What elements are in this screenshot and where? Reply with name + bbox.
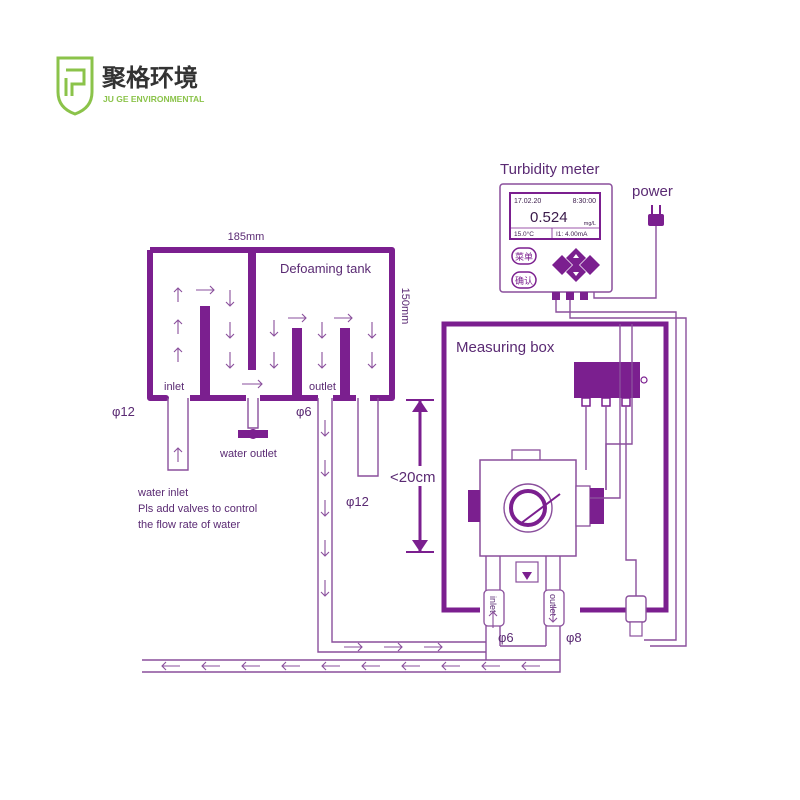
box-inlet-label: inlet — [488, 596, 498, 613]
water-outlet-valve-icon — [238, 429, 268, 439]
tank-width-label: 185mm — [228, 231, 265, 243]
confirm-button-label: 确认 — [515, 275, 533, 286]
meter-cable-loop — [555, 300, 677, 641]
junction-box — [625, 595, 647, 623]
baffle-right-2 — [340, 328, 350, 396]
tank-title: Defoaming tank — [280, 261, 372, 276]
brand-name-en: JU GE ENVIRONMENTAL — [103, 94, 204, 104]
meter-temperature: 15.0°C — [514, 230, 534, 238]
inlet-size-label: φ12 — [112, 404, 135, 419]
sensor-cable — [590, 324, 621, 499]
arrow-left-key-icon[interactable] — [552, 255, 572, 275]
tank-inlet-label: inlet — [164, 381, 184, 393]
inlet-flow-arrow — [173, 447, 183, 462]
sensor-controller — [574, 362, 640, 398]
tank-height-label: 150mm — [399, 288, 411, 325]
confirm-button[interactable]: 确认 — [511, 271, 537, 289]
tank-outlet-label: outlet — [309, 381, 336, 393]
water-inlet-note: water inlet Pls add valves to control th… — [137, 487, 257, 531]
height-gap-label: <20cm — [390, 469, 435, 486]
brand-logo: 聚格环境 JU GE ENVIRONMENTAL — [56, 56, 204, 116]
turbidity-meter: Turbidity meter 17.02.20 8:30:00 0.524 m… — [499, 161, 613, 300]
menu-button[interactable]: 菜单 — [511, 247, 537, 265]
meter-date: 17.02.20 — [514, 198, 541, 205]
note-line-1: water inlet — [137, 487, 188, 499]
box-outlet-label: outlet — [548, 594, 558, 617]
meter-title: Turbidity meter — [500, 161, 599, 178]
note-line-3: the flow rate of water — [138, 519, 240, 531]
drain-size-label: φ12 — [346, 494, 369, 509]
water-outlet-label: water outlet — [219, 448, 277, 460]
measuring-box-title: Measuring box — [456, 339, 555, 356]
connecting-pipes — [142, 398, 561, 673]
height-gap-dimension: <20cm — [388, 399, 440, 553]
meter-time: 8:30:00 — [573, 198, 596, 205]
box-inlet-size-label: φ6 — [498, 630, 514, 645]
logo-shield-icon — [56, 56, 94, 116]
tank-flow-arrows — [173, 285, 377, 389]
tank-outlet-size-label: φ6 — [296, 404, 312, 419]
power-plug-icon — [648, 205, 664, 226]
arrow-right-key-icon[interactable] — [580, 255, 600, 275]
power-label: power — [632, 183, 673, 200]
box-outlet-size-label: φ8 — [566, 630, 582, 645]
water-outlet-pipe — [247, 398, 259, 429]
note-line-2: Pls add valves to control — [138, 503, 257, 515]
brand-name-cn: 聚格环境 — [101, 64, 198, 92]
power-cable — [593, 226, 657, 299]
sensor-window-inner — [509, 489, 547, 527]
tank-inlet-pipe — [167, 398, 189, 471]
tank-wall — [147, 247, 395, 401]
direction-keypad[interactable] — [552, 248, 600, 282]
baffle-center — [248, 252, 256, 370]
meter-unit: mg/L — [584, 221, 596, 227]
baffle-left — [200, 306, 210, 396]
meter-current: I1: 4.00mA — [556, 231, 588, 238]
menu-button-label: 菜单 — [515, 251, 533, 262]
measuring-box: Measuring box inlet ou — [441, 300, 687, 660]
power-connection: power — [593, 183, 673, 299]
meter-value: 0.524 — [530, 209, 568, 226]
meter-screen — [509, 192, 601, 240]
logo-monogram-icon — [64, 68, 86, 96]
defoaming-tank: 185mm 150mm Defoaming tank inlet outlet — [112, 231, 411, 509]
tank-drain-pipe — [357, 398, 379, 477]
baffle-right-1 — [292, 328, 302, 396]
